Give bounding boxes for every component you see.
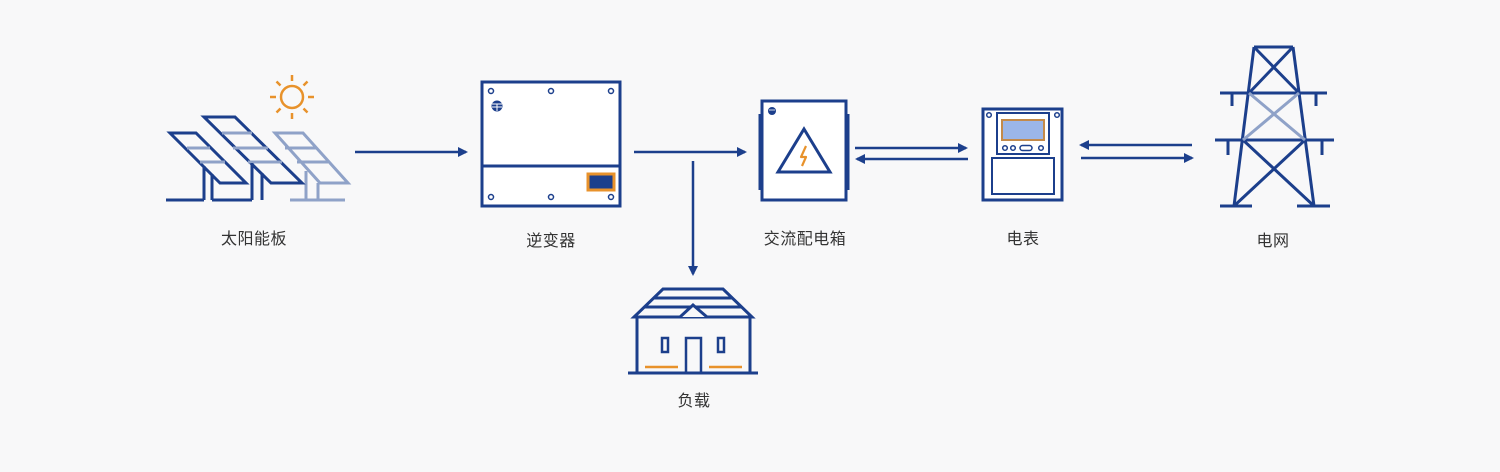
lightning-icon xyxy=(799,145,808,167)
inverter-icon xyxy=(480,80,622,208)
label-load: 负载 xyxy=(677,391,711,410)
solar-panel-icon xyxy=(166,75,352,202)
label-ac-distribution-box: 交流配电箱 xyxy=(763,229,847,248)
sun-icon xyxy=(270,75,314,119)
label-inverter: 逆变器 xyxy=(526,231,576,250)
arrows-distribution-meter xyxy=(855,143,968,164)
house-icon xyxy=(628,287,758,375)
label-meter: 电表 xyxy=(1006,229,1040,248)
arrows-meter-grid xyxy=(1079,140,1194,163)
brand-logo-icon xyxy=(491,100,503,112)
distribution-box-icon xyxy=(758,99,850,202)
electric-meter-icon xyxy=(981,107,1064,202)
label-grid: 电网 xyxy=(1256,231,1290,250)
label-solar-panel: 太阳能板 xyxy=(220,229,288,248)
inverter-display xyxy=(586,172,616,192)
meter-screen xyxy=(1001,119,1045,141)
transmission-tower-icon xyxy=(1215,45,1334,208)
